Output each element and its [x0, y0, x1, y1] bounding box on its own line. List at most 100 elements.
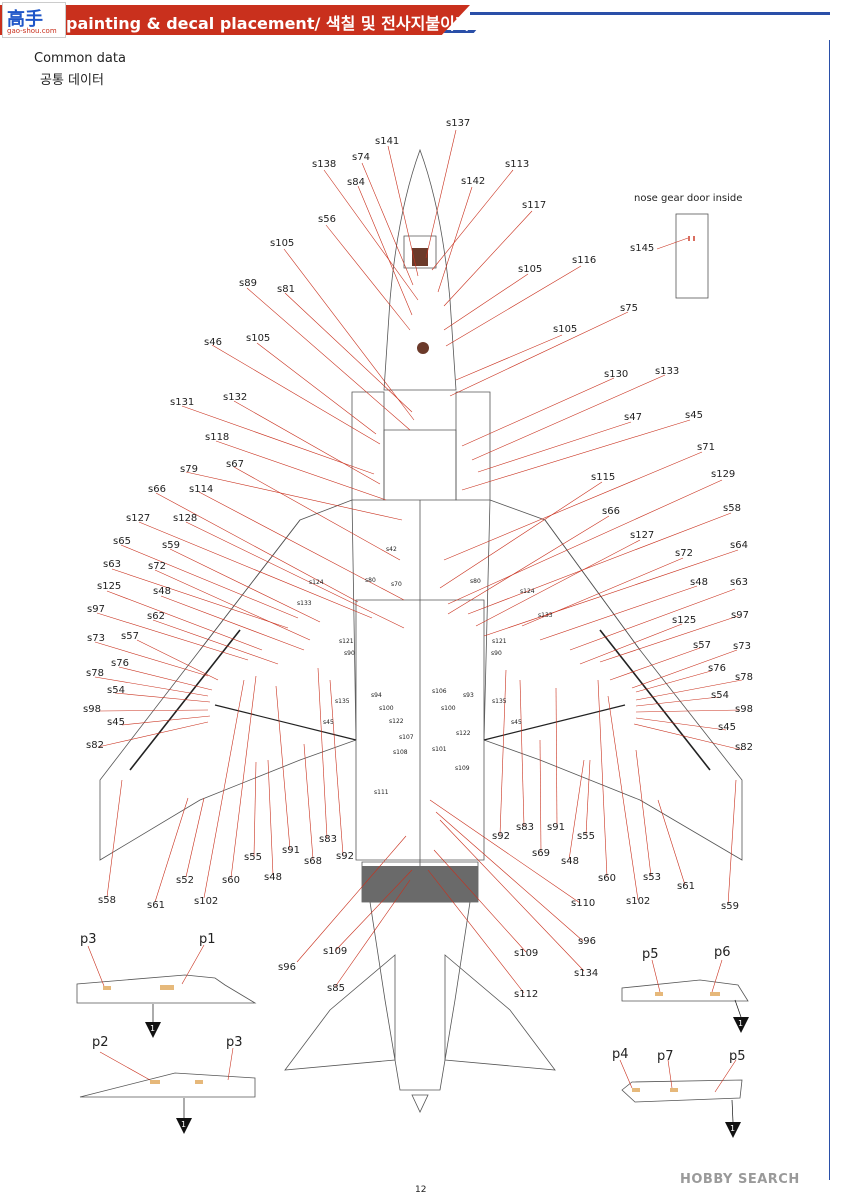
panel-label-p1: p1 [199, 932, 216, 947]
callout-s96: s96 [578, 936, 596, 947]
callout-s81: s81 [277, 284, 295, 295]
callout-s125: s125 [672, 615, 697, 626]
callout-s105: s105 [553, 324, 578, 335]
callout-s46: s46 [204, 337, 222, 348]
callout-s45: s45 [718, 722, 736, 733]
callout-s132: s132 [223, 392, 248, 403]
callout-s105: s105 [270, 238, 295, 249]
small-label: s121 [492, 638, 507, 645]
canopy-panel [403, 235, 437, 269]
callout-s117: s117 [522, 200, 547, 211]
callout-s127: s127 [630, 530, 655, 541]
callout-s98: s98 [735, 704, 753, 715]
marker-number: 1 [181, 1120, 187, 1129]
left-stabilizer [284, 954, 396, 1071]
panel-label-p7: p7 [657, 1049, 674, 1064]
small-label: s107 [399, 734, 414, 741]
callout-s131: s131 [170, 397, 195, 408]
callout-s91: s91 [547, 822, 565, 833]
callout-s96: s96 [278, 962, 296, 973]
small-label: s111 [374, 789, 389, 796]
small-label: s90 [344, 650, 355, 657]
panel-label-p3: p3 [226, 1035, 243, 1050]
callout-s83: s83 [516, 822, 534, 833]
callout-s48: s48 [690, 577, 708, 588]
callout-s142: s142 [461, 176, 486, 187]
callout-s61: s61 [147, 900, 165, 911]
panel-label-p4: p4 [612, 1047, 629, 1062]
small-label: s124 [520, 588, 535, 595]
aircraft-outline [99, 148, 743, 1113]
marker-number: 1 [738, 1019, 744, 1028]
page-number: 12 [415, 1185, 427, 1195]
small-label: s70 [391, 581, 402, 588]
callout-s109: s109 [514, 948, 539, 959]
callout-s137: s137 [446, 118, 471, 129]
callout-s57: s57 [121, 631, 139, 642]
panel-drawings [76, 974, 749, 1103]
small-label: s133 [538, 612, 553, 619]
callout-s129: s129 [711, 469, 736, 480]
callout-s105: s105 [246, 333, 271, 344]
callout-s56: s56 [318, 214, 336, 225]
callout-s73: s73 [733, 641, 751, 652]
panel-upper-left [76, 974, 257, 1004]
header-rule [470, 12, 830, 15]
callout-s47: s47 [624, 412, 642, 423]
callout-s133: s133 [655, 366, 680, 377]
small-label: s108 [393, 749, 408, 756]
page-header: painting & decal placement/ 색칠 및 전사지붙이기 … [0, 0, 841, 40]
small-label: s135 [492, 698, 507, 705]
marker-number: 1 [730, 1124, 736, 1133]
dark-circle-marking [417, 342, 429, 354]
callout-s72: s72 [148, 561, 166, 572]
callout-s67: s67 [226, 459, 244, 470]
callout-s102: s102 [626, 896, 651, 907]
callout-s75: s75 [620, 303, 638, 314]
small-label: s135 [335, 698, 350, 705]
dark-panel [412, 248, 428, 266]
callout-s48: s48 [153, 586, 171, 597]
right-intake [455, 391, 491, 501]
callout-s89: s89 [239, 278, 257, 289]
small-label: s100 [379, 705, 394, 712]
fuselage-center [355, 599, 485, 861]
tail-tip [411, 1094, 429, 1113]
callout-s141: s141 [375, 136, 400, 147]
small-label: s106 [432, 688, 447, 695]
callout-s53: s53 [643, 872, 661, 883]
panel-label-p3: p3 [80, 932, 97, 947]
callout-s68: s68 [304, 856, 322, 867]
callout-s58: s58 [98, 895, 116, 906]
callout-s54: s54 [107, 685, 125, 696]
callout-s78: s78 [735, 672, 753, 683]
nose-gear-door-label: nose gear door inside [634, 193, 743, 204]
callout-s62: s62 [147, 611, 165, 622]
callout-s48: s48 [561, 856, 579, 867]
callout-s127: s127 [126, 513, 151, 524]
callout-s114: s114 [189, 484, 214, 495]
callout-s59: s59 [162, 540, 180, 551]
small-label: s124 [309, 579, 324, 586]
callout-s45: s45 [685, 410, 703, 421]
small-label: s94 [371, 692, 382, 699]
callout-s55: s55 [577, 831, 595, 842]
watermark: HOBBY SEARCH [680, 1172, 800, 1187]
callout-s71: s71 [697, 442, 715, 453]
small-label: s93 [463, 692, 474, 699]
callout-s69: s69 [532, 848, 550, 859]
callout-s60: s60 [222, 875, 240, 886]
callout-s63: s63 [103, 559, 121, 570]
small-label: s109 [455, 765, 470, 772]
callout-s113: s113 [505, 159, 530, 170]
callout-s76: s76 [111, 658, 129, 669]
callout-s97: s97 [87, 604, 105, 615]
callout-s118: s118 [205, 432, 230, 443]
callout-s79: s79 [180, 464, 198, 475]
logo-text: 高手 [7, 9, 43, 30]
callout-s52: s52 [176, 875, 194, 886]
callout-s73: s73 [87, 633, 105, 644]
callout-s54: s54 [711, 690, 729, 701]
callout-s57: s57 [693, 640, 711, 651]
